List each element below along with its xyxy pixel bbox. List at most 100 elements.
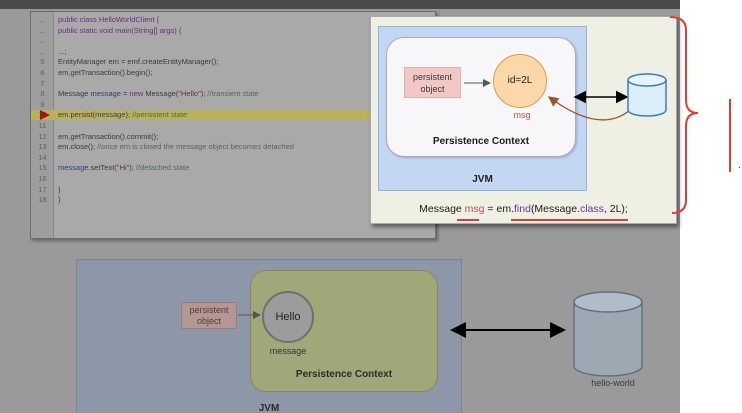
code-text: em.getTransaction().commit(); xyxy=(58,132,158,142)
line-number: 17 xyxy=(38,184,47,194)
code-text: Message message = new Message("Hello"); … xyxy=(58,89,259,99)
find-statement: Message msg = em.find(Message.class, 2L)… xyxy=(370,203,677,215)
code-token: public static void main(String[] args) { xyxy=(58,25,182,35)
find-method: find xyxy=(514,203,531,215)
code-token: em.getTransaction().commit(); xyxy=(58,131,159,141)
entity-circle-top: id=2L xyxy=(493,54,547,108)
code-text: em.close(); //once em is closed the mess… xyxy=(58,142,294,152)
code-text: public class HelloWorldClient { xyxy=(58,15,159,25)
code-line: 13 em.close(); //once em is closed the m… xyxy=(31,142,435,152)
code-text: public static void main(String[] args) { xyxy=(58,26,181,36)
persistence-context-label-bottom: Persistence Context xyxy=(295,369,393,380)
persistence-context-label-top: Persistence Context xyxy=(432,136,530,147)
find-eq: = em. xyxy=(484,203,514,215)
line-number: 9 xyxy=(40,99,45,109)
line-number: ... xyxy=(39,15,46,24)
msg-underline xyxy=(457,219,479,221)
code-token: } xyxy=(58,195,61,205)
label-line: object xyxy=(196,316,222,326)
code-token: = xyxy=(120,89,130,99)
code-token: message xyxy=(90,89,121,99)
code-text: ...; xyxy=(58,47,66,57)
code-token: "Hello" xyxy=(178,89,201,99)
code-token: em.persist( xyxy=(58,110,96,120)
code-line: 10 em.persist(message); //persistent sta… xyxy=(31,110,435,121)
code-line: 18} xyxy=(31,195,435,205)
code-token: Message( xyxy=(143,89,179,99)
line-number: 16 xyxy=(38,174,47,183)
line-number: 14 xyxy=(38,152,47,162)
find-close: , 2L); xyxy=(603,203,628,215)
find-var: msg xyxy=(464,203,485,215)
code-text: message.setText("Hi"); //detached state xyxy=(58,163,189,173)
code-token: Message xyxy=(58,89,91,99)
line-number: 18 xyxy=(38,195,47,205)
code-line: 9 xyxy=(31,100,435,110)
jvm-label-top: JVM xyxy=(472,174,493,185)
code-token: em.close(); xyxy=(58,142,98,152)
code-line: 16 xyxy=(31,174,435,184)
code-line: 11 xyxy=(31,121,435,131)
label-line: object xyxy=(420,84,445,94)
line-number: 11 xyxy=(38,121,47,130)
code-line: ... ...; xyxy=(31,47,435,57)
code-text: em.getTransaction().begin(); xyxy=(58,68,152,78)
code-text: } xyxy=(58,185,61,195)
code-token: message xyxy=(58,163,89,173)
code-line: 14 xyxy=(31,153,435,163)
code-token: ); xyxy=(129,163,136,173)
persistent-object-box-top: persistent object xyxy=(404,67,461,98)
code-token: //transient state xyxy=(207,89,259,99)
find-open: (Message. xyxy=(530,203,580,215)
line-number: 15 xyxy=(38,163,47,173)
code-token: ...; xyxy=(58,46,67,56)
code-text: EntityManager em = emf.createEntityManag… xyxy=(58,57,218,67)
code-token: EntityManager em = emf.createEntityManag… xyxy=(58,57,219,67)
code-line: ... public static void main(String[] arg… xyxy=(31,26,435,36)
code-text: } xyxy=(58,195,61,205)
database-label-bottom: hello-world xyxy=(591,378,635,388)
code-line: 12 em.getTransaction().commit(); xyxy=(31,132,435,142)
breakpoint-arrow-icon xyxy=(40,110,50,121)
line-number: ... xyxy=(39,46,46,56)
code-line: 7 xyxy=(31,79,435,89)
code-token: message xyxy=(95,110,126,120)
code-line: ... public class HelloWorldClient { xyxy=(31,15,435,25)
code-token: .setText( xyxy=(88,163,117,173)
line-number: ... xyxy=(39,36,46,46)
code-token: ); xyxy=(200,89,208,99)
code-token: "Hi" xyxy=(116,163,130,173)
code-token: public class HelloWorldClient { xyxy=(58,15,160,24)
label-line: persistent xyxy=(189,305,229,315)
code-token: em.getTransaction().begin(); xyxy=(58,68,153,77)
find-underline xyxy=(511,219,628,221)
red-marker-bar xyxy=(729,99,731,172)
code-text: em.persist(message); //persistent state xyxy=(58,110,187,120)
line-number: 7 xyxy=(40,78,45,88)
dot-mark: . xyxy=(738,160,741,171)
code-token: } xyxy=(58,184,61,194)
code-token: new xyxy=(129,89,144,99)
line-number-gutter xyxy=(31,12,54,238)
code-line: 17 } xyxy=(31,185,435,195)
line-number: 12 xyxy=(38,131,47,141)
label-line: persistent xyxy=(412,72,453,82)
entity-caption-top: msg xyxy=(513,110,531,120)
code-token: //once em is closed the message object b… xyxy=(97,142,294,152)
code-token: //detached state xyxy=(135,163,190,173)
top-dark-strip xyxy=(0,0,680,9)
line-number: 5 xyxy=(40,57,45,67)
code-panel: ...public class HelloWorldClient {... pu… xyxy=(30,11,436,239)
entity-circle-bottom: Hello xyxy=(262,291,314,343)
line-number: 6 xyxy=(40,68,45,77)
code-token: ); xyxy=(125,110,133,120)
code-line: 15 message.setText("Hi"); //detached sta… xyxy=(31,163,435,173)
code-line: ... xyxy=(31,36,435,46)
code-line: 5 EntityManager em = emf.createEntityMan… xyxy=(31,57,435,67)
line-number: 8 xyxy=(40,89,45,99)
jvm-label-bottom: JVM xyxy=(258,403,280,413)
entity-caption-bottom: message xyxy=(269,346,307,356)
line-number: ... xyxy=(39,25,46,35)
code-line: 8 Message message = new Message("Hello")… xyxy=(31,89,435,99)
